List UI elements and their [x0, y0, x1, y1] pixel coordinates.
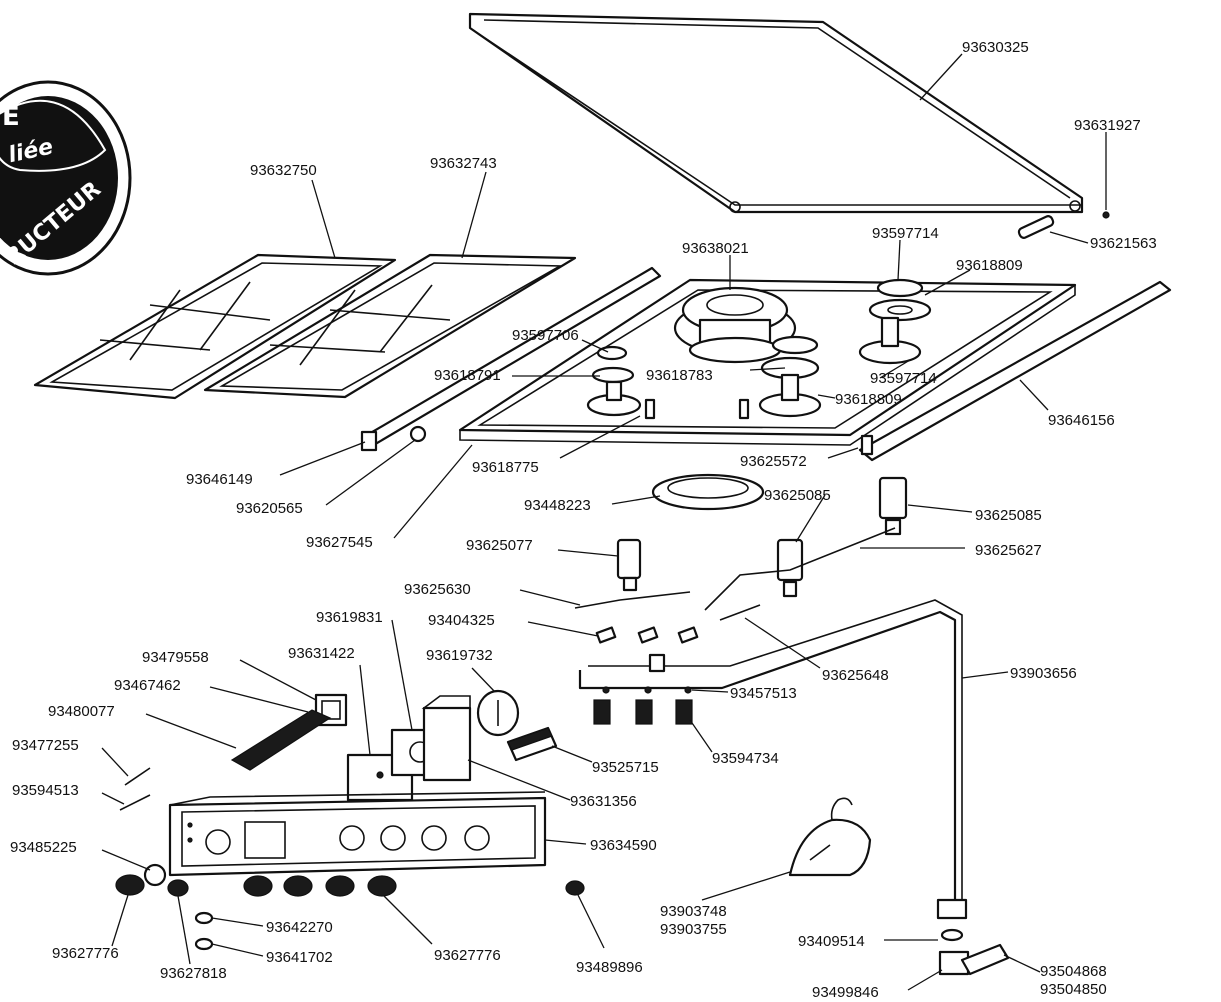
spark-generator — [506, 726, 558, 762]
label-bracket: 93631356 — [570, 793, 637, 810]
igniter — [230, 709, 332, 771]
label-wok-dish: 93448223 — [524, 497, 591, 514]
lid-cover — [468, 12, 1084, 214]
label-lamp-b: 93641702 — [266, 949, 333, 966]
label-spring-a: 93477255 — [12, 737, 79, 754]
clock-knob — [143, 863, 167, 887]
label-injectors: 93404325 — [428, 612, 495, 629]
hinge-pin — [1017, 215, 1055, 239]
badge — [565, 880, 585, 896]
label-taps: 93594734 — [712, 750, 779, 767]
label-burner-small: 93618775 — [472, 459, 539, 476]
label-burner-base-mid: 93618783 — [646, 367, 713, 384]
taps — [593, 686, 693, 725]
label-cap-right: 93597714 — [870, 370, 937, 387]
label-spark-generator: 93525715 — [592, 759, 659, 776]
pipe-left — [574, 591, 691, 609]
label-igniter: 93480077 — [48, 703, 115, 720]
label-thermocouple-nut: 93625572 — [740, 453, 807, 470]
burner-mid-right — [758, 335, 822, 418]
label-cap-top: 93597714 — [872, 225, 939, 242]
label-screw: 93631927 — [1074, 117, 1141, 134]
pipe-mid — [719, 604, 761, 621]
label-cover: 93630325 — [962, 39, 1029, 56]
thermostat — [476, 689, 520, 737]
switch-block — [390, 695, 472, 782]
manufacturer-seal: E liée RUCTEUR — [0, 80, 132, 276]
label-bag-a: 93903748 — [660, 903, 727, 920]
label-bag-b: 93903755 — [660, 921, 727, 938]
label-wok-burner: 93638021 — [682, 240, 749, 257]
label-valve-left: 93625077 — [466, 537, 533, 554]
grate-right — [203, 253, 577, 399]
label-relay: 93479558 — [142, 649, 209, 666]
label-gas-rail: 93903656 — [1010, 665, 1077, 682]
pipe-right — [704, 527, 896, 611]
label-bolt-left: 93620565 — [236, 500, 303, 517]
wok-burner-assembly — [673, 286, 797, 364]
label-switch-block: 93619831 — [316, 609, 383, 626]
knobs-row — [243, 875, 397, 897]
label-pipe-right: 93625627 — [975, 542, 1042, 559]
grate-left — [33, 253, 397, 400]
label-ring-right: 93618809 — [835, 391, 902, 408]
label-hinge: 93621563 — [1090, 235, 1157, 252]
label-knob-small: 93627818 — [160, 965, 227, 982]
side-strip-right — [858, 280, 1172, 462]
label-burner-base-left: 93618791 — [434, 367, 501, 384]
label-lamp-a: 93642270 — [266, 919, 333, 936]
label-knob-left: 93627776 — [52, 945, 119, 962]
label-grate-left: 93632750 — [250, 162, 317, 179]
label-valve-mid: 93625085 — [764, 487, 831, 504]
label-control-panel: 93634590 — [590, 837, 657, 854]
seal-letter: E — [2, 102, 20, 132]
label-jets: 93457513 — [730, 685, 797, 702]
screw-dot — [1102, 211, 1110, 219]
label-elbow: 93499846 — [812, 984, 879, 1001]
label-knob-row: 93627776 — [434, 947, 501, 964]
label-washer: 93409514 — [798, 933, 865, 950]
label-side-strip-left: 93627545 — [306, 534, 373, 551]
label-clip-small: 93467462 — [114, 677, 181, 694]
label-grate-right: 93632743 — [430, 155, 497, 172]
electrode-mid — [738, 398, 750, 420]
label-pipe-mid: 93625648 — [822, 667, 889, 684]
label-thermostat: 93619732 — [426, 647, 493, 664]
leader-lines — [101, 53, 1107, 991]
label-spring-b: 93594513 — [12, 782, 79, 799]
label-connector-b: 93504850 — [1040, 981, 1107, 998]
wok-dish — [651, 473, 765, 511]
label-side-strip-right: 93646156 — [1048, 412, 1115, 429]
label-ring-top: 93618809 — [956, 257, 1023, 274]
label-badge: 93489896 — [576, 959, 643, 976]
parts-bag — [788, 797, 872, 877]
part-labels: 93630325 93631927 93621563 93632750 9363… — [10, 39, 1157, 1001]
electrode-small — [644, 398, 656, 420]
label-switch-box: 93631422 — [288, 645, 355, 662]
label-pipe-left: 93625630 — [404, 581, 471, 598]
gas-connector — [938, 928, 1010, 976]
label-clip-left: 93646149 — [186, 471, 253, 488]
label-valve-right: 93625085 — [975, 507, 1042, 524]
burner-top-right — [858, 278, 932, 365]
valve-left — [616, 538, 642, 592]
label-connector-a: 93504868 — [1040, 963, 1107, 980]
side-strip-left — [360, 266, 662, 452]
label-clock-knob: 93485225 — [10, 839, 77, 856]
control-panel — [168, 791, 547, 877]
label-cap-left: 93597706 — [512, 327, 579, 344]
valve-mid — [776, 538, 804, 598]
springs — [119, 767, 151, 811]
injectors — [595, 626, 699, 644]
burner-left — [586, 345, 642, 417]
valve-right — [878, 476, 908, 536]
lamps — [194, 911, 214, 951]
